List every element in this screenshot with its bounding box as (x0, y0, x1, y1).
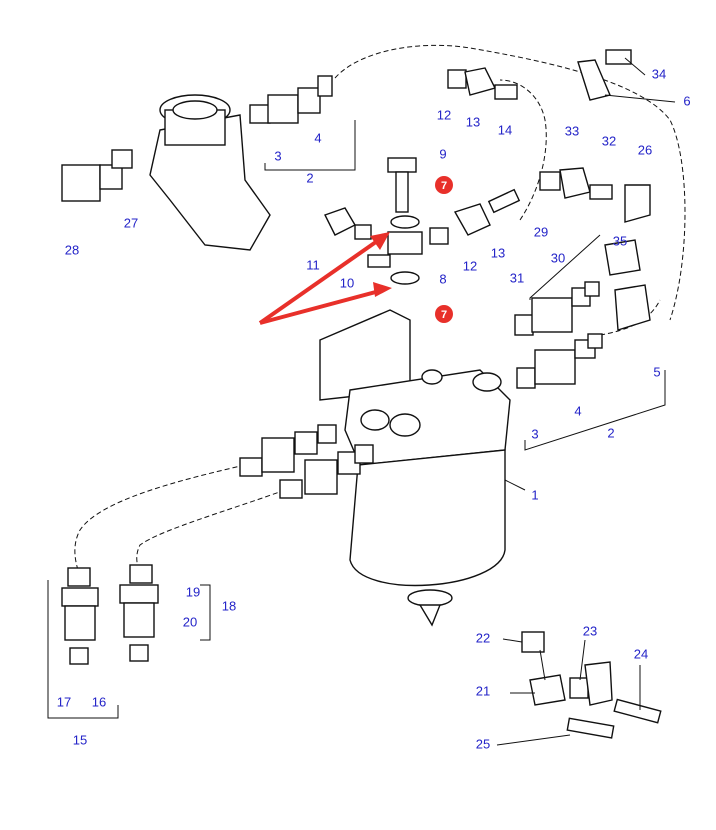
callout: 2 (306, 170, 313, 185)
highlight-badge-lower: 7 (435, 305, 453, 323)
callout: 34 (652, 66, 666, 81)
callout: 24 (634, 646, 648, 661)
callout: 30 (551, 250, 565, 265)
callout: 9 (439, 146, 446, 161)
callout: 18 (222, 598, 236, 613)
fuel-line-right (499, 79, 547, 221)
callout: 4 (574, 403, 581, 418)
callout: 31 (510, 270, 524, 285)
callout: 33 (565, 123, 579, 138)
callout: 12 (437, 107, 451, 122)
callout: 17 (57, 694, 71, 709)
callout: 25 (476, 736, 490, 751)
callout: 19 (186, 584, 200, 599)
callout: 5 (653, 364, 660, 379)
fuel-line-left2 (136, 489, 286, 569)
callout: 26 (638, 142, 652, 157)
callout: 23 (583, 623, 597, 638)
filter-assembly (319, 309, 511, 627)
callout: 14 (498, 122, 512, 137)
callout: 16 (92, 694, 106, 709)
callout: 12 (463, 258, 477, 273)
fuel-line-left (74, 464, 246, 571)
fittings-top (61, 49, 651, 331)
callout: 35 (613, 233, 627, 248)
callout: 32 (602, 133, 616, 148)
callout: 22 (476, 630, 490, 645)
callout: 27 (124, 215, 138, 230)
callout: 3 (274, 148, 281, 163)
callout: 13 (491, 245, 505, 260)
lift-pump (149, 94, 271, 251)
callout: 10 (340, 275, 354, 290)
callout: 1 (531, 487, 538, 502)
callout: 28 (65, 242, 79, 257)
callout: 20 (183, 614, 197, 629)
callout: 29 (534, 224, 548, 239)
svg-text:7: 7 (441, 180, 447, 192)
callout: 2 (607, 425, 614, 440)
callout-labels: 34 6 12 13 14 3 4 2 9 33 32 26 27 28 11 … (57, 66, 691, 751)
highlight-badge-upper: 7 (435, 176, 453, 194)
callout: 3 (531, 426, 538, 441)
svg-text:7: 7 (441, 309, 447, 321)
bracket-lines (47, 57, 676, 746)
callout: 11 (306, 257, 320, 272)
fittings-left (61, 424, 374, 665)
highlight-arrows (258, 232, 392, 325)
fuel-line-right2 (599, 299, 661, 336)
callout: 15 (73, 732, 87, 747)
callout: 6 (683, 93, 690, 108)
callout: 4 (314, 130, 321, 145)
callout: 21 (476, 683, 490, 698)
callout: 8 (439, 271, 446, 286)
callout: 13 (466, 114, 480, 129)
banjo-bolt-group (324, 157, 521, 285)
clamp-parts (521, 631, 662, 739)
fittings-right (514, 281, 603, 389)
